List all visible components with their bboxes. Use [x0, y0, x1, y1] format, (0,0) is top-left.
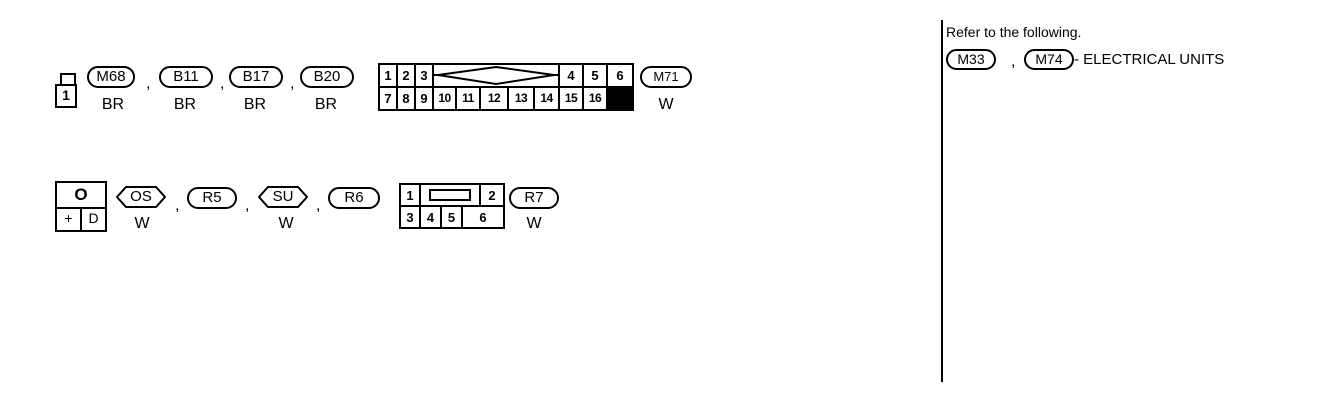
connector-r7-color: W [526, 215, 542, 232]
connector-block-16pin: 1 2 3 4 5 6 7 8 9 10 11 12 13 14 15 16 [378, 63, 634, 111]
pin-cell: 1 [380, 65, 396, 86]
block-bottom-row: 7 8 9 10 11 12 13 14 15 16 [380, 88, 632, 109]
pin-cell: 12 [481, 88, 507, 109]
switch-mid-divider [80, 207, 82, 230]
connector-b17: B17 [229, 66, 283, 88]
fuse-terminal-label: 1 [62, 87, 70, 103]
pin-cell: 16 [584, 88, 606, 109]
pin-cell: 6 [608, 65, 632, 86]
hex-connector-icon [258, 186, 308, 208]
separator: , [146, 75, 151, 92]
fuse-terminal-box [55, 84, 77, 108]
pin-cell: 2 [481, 185, 503, 205]
connector-r6: R6 [328, 187, 380, 209]
connector-b20: B20 [300, 66, 354, 88]
reference-note: Refer to the following. [946, 24, 1082, 40]
pin-cell: 9 [416, 88, 432, 109]
connector-b20-color: BR [314, 96, 338, 113]
connector-os: OS [116, 186, 166, 208]
connector-su: SU [258, 186, 308, 208]
pin-cell: 4 [560, 65, 582, 86]
pin-cell: 5 [442, 207, 461, 227]
connector-su-label: SU [272, 188, 294, 205]
separator: , [175, 197, 180, 214]
key-slot [421, 185, 479, 205]
connector-m68-color: BR [101, 96, 125, 113]
connector-m71-color: W [658, 96, 674, 113]
connector-su-color: W [278, 215, 294, 232]
fuse-tab [60, 73, 76, 84]
switch-top-label: O [74, 185, 88, 204]
switch-d-label: D [88, 210, 99, 226]
pin-cell: 11 [457, 88, 479, 109]
block-top-row: 1 2 3 4 5 6 [380, 65, 632, 86]
reference-connector-m74: M74 [1024, 49, 1074, 70]
key-slot [434, 65, 558, 86]
reference-connector-m33: M33 [946, 49, 996, 70]
key-rect-icon [429, 189, 471, 201]
connector-block-6pin: 1 2 3 4 5 6 [399, 183, 505, 229]
pin-cell: 4 [421, 207, 440, 227]
connector-b17-color: BR [243, 96, 267, 113]
connector-os-label: OS [130, 188, 152, 205]
connector-b11-color: BR [173, 96, 197, 113]
switch-symbol: O + D [55, 181, 107, 232]
connector-r7: R7 [509, 187, 559, 209]
connector-m71: M71 [640, 66, 692, 88]
separator: , [316, 197, 321, 214]
pin-cell: 10 [434, 88, 455, 109]
key-diamond-icon [434, 65, 558, 86]
connector-b11: B11 [159, 66, 213, 88]
pin-cell: 8 [398, 88, 414, 109]
pin-cell: 6 [463, 207, 503, 227]
separator: , [1011, 53, 1016, 70]
pin-cell: 14 [535, 88, 558, 109]
pin-cell: 7 [380, 88, 396, 109]
separator: , [220, 75, 225, 92]
connector-r5: R5 [187, 187, 237, 209]
reference-suffix: - ELECTRICAL UNITS [1074, 51, 1225, 68]
pin-cell: 13 [509, 88, 533, 109]
connector-m68: M68 [87, 66, 135, 88]
separator: , [245, 197, 250, 214]
pin-cell: 2 [398, 65, 414, 86]
pin-cell: 15 [560, 88, 582, 109]
pin-cell: 5 [584, 65, 606, 86]
hex-connector-icon [116, 186, 166, 208]
separator: , [290, 75, 295, 92]
pin-cell: 1 [401, 185, 419, 205]
connector-os-color: W [134, 215, 150, 232]
switch-plus-label: + [64, 210, 73, 226]
pin-cell: 3 [401, 207, 419, 227]
divider-line [941, 20, 943, 382]
pin-cell: 3 [416, 65, 432, 86]
